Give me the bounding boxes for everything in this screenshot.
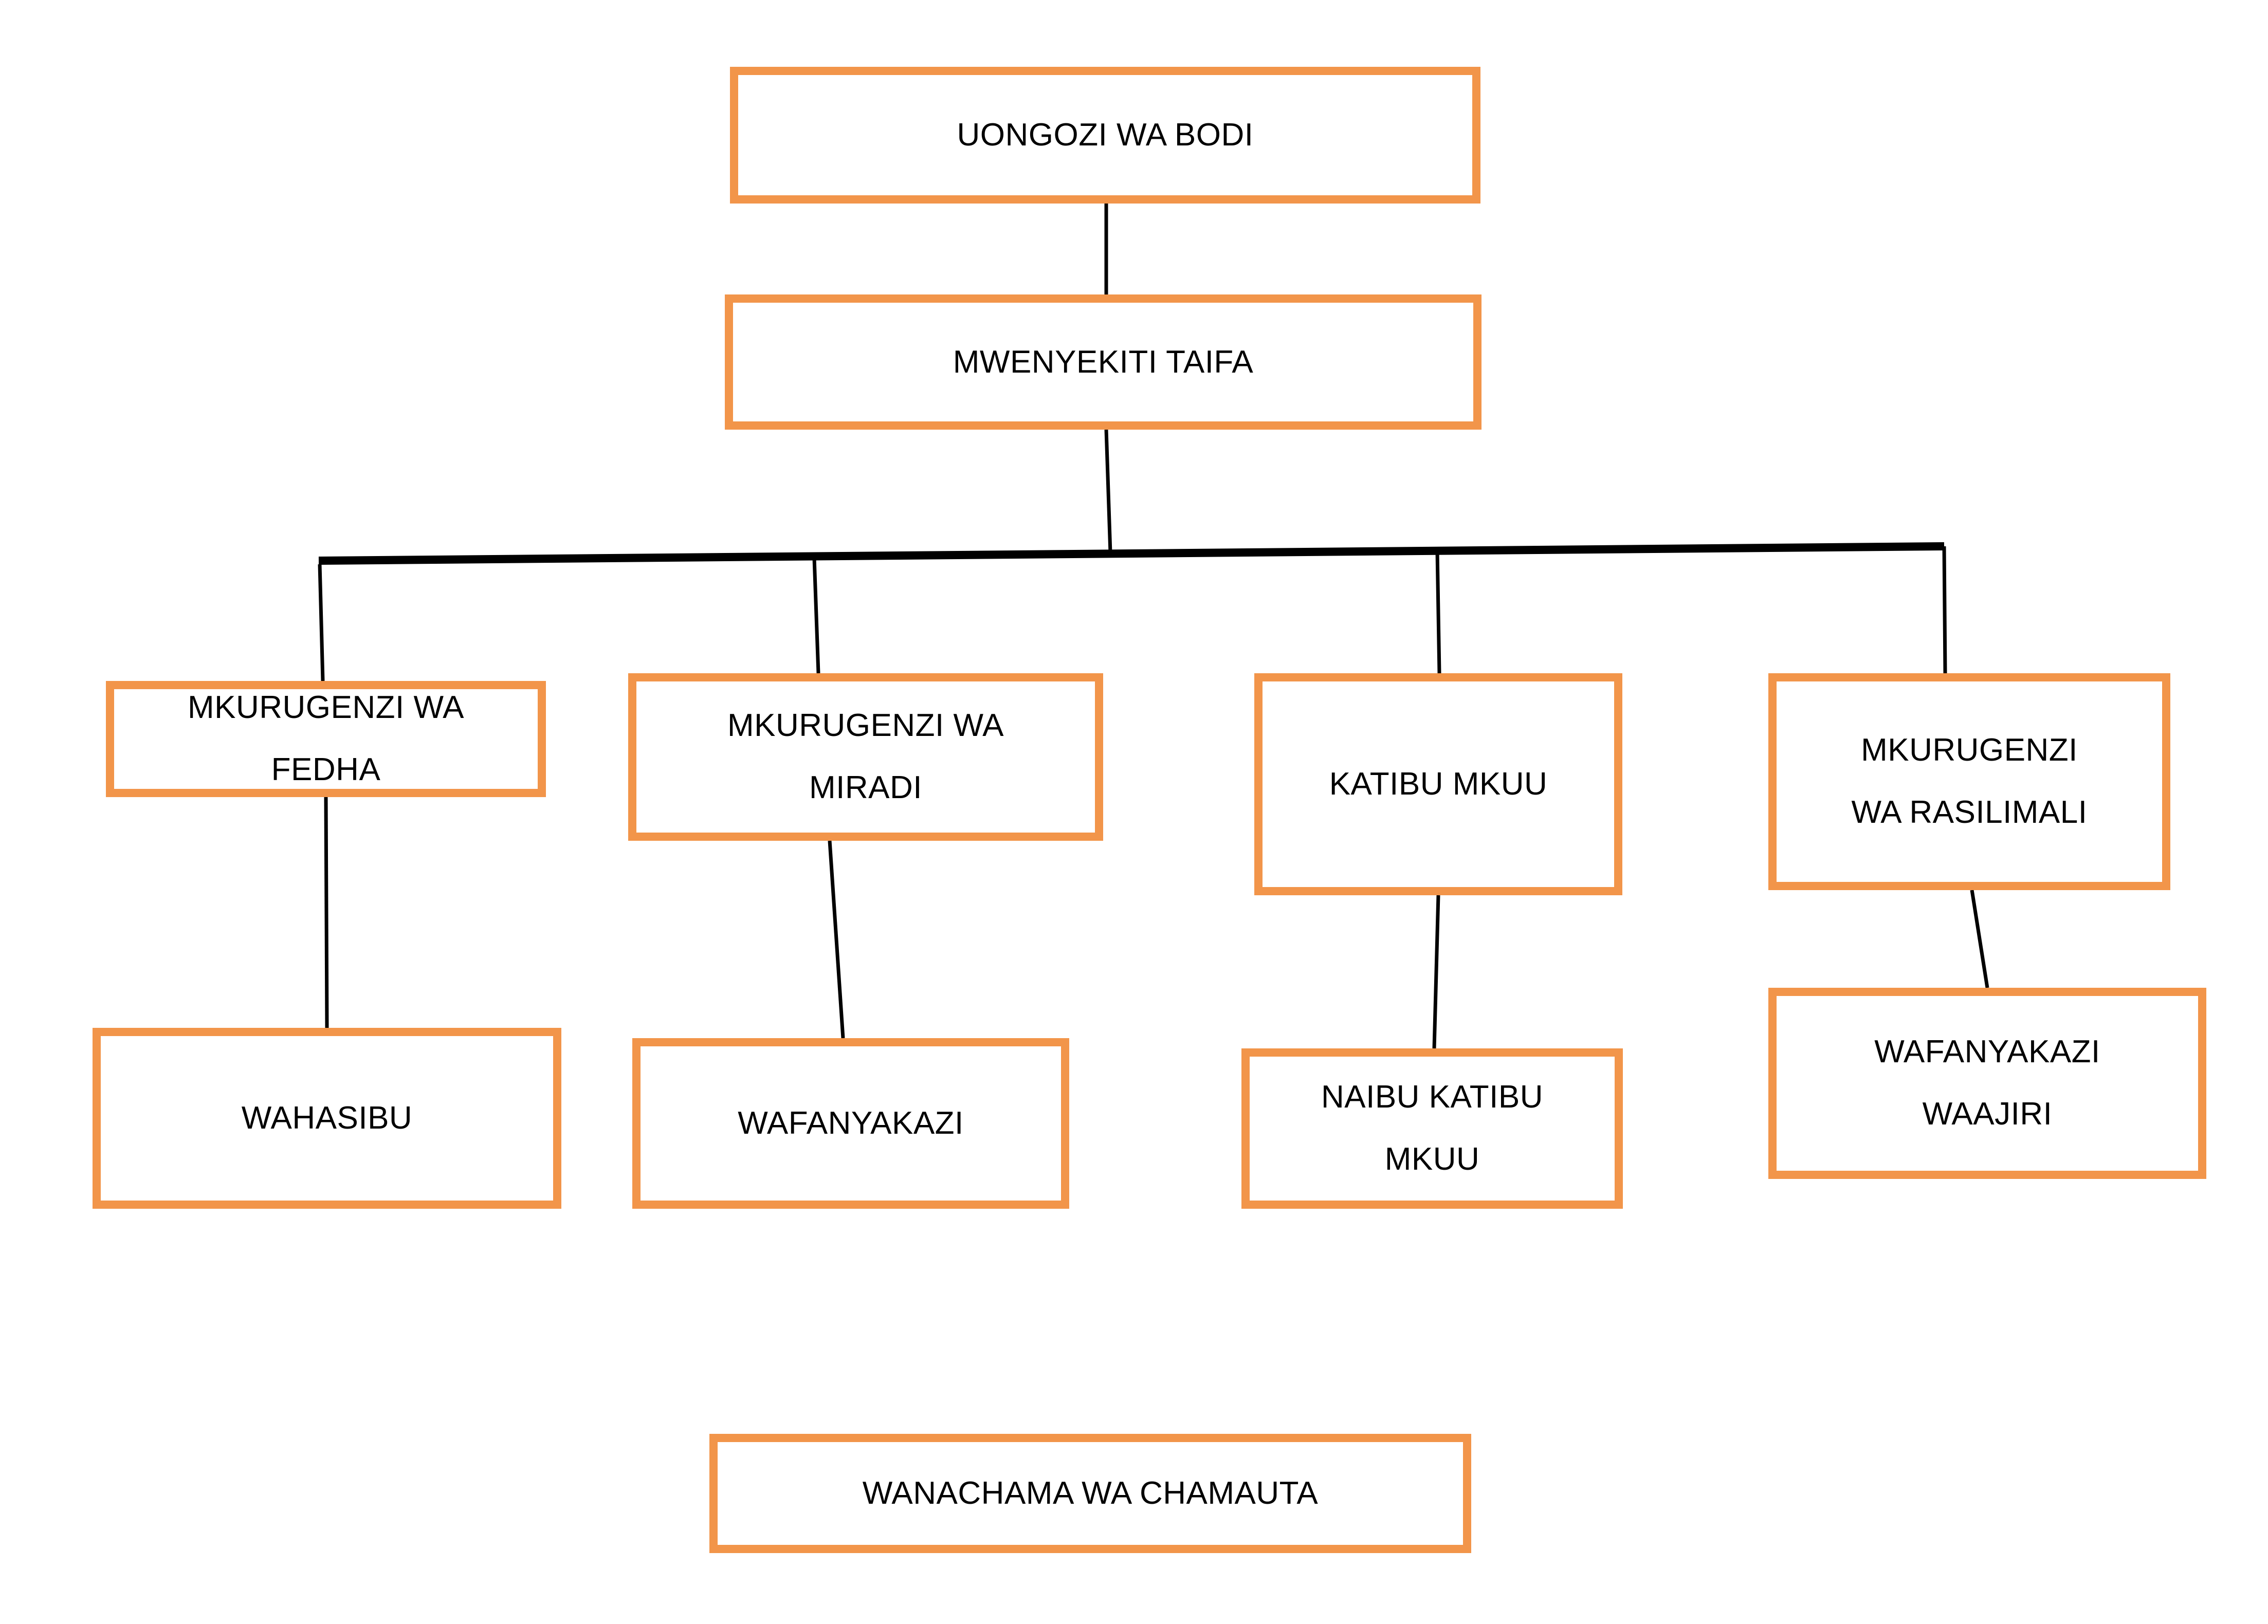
edge-bar-miradi [812,558,820,674]
node-label: MKURUGENZI WA RASILIMALI [1851,732,2088,830]
node-label: MWENYEKITI TAIFA [953,344,1254,380]
node-mwenyekiti-taifa[interactable]: MWENYEKITI TAIFA [725,294,1481,430]
edge-bar-fedha [318,564,325,681]
edge-chair-stem [1104,429,1112,553]
node-naibu-katibu-mkuu[interactable]: NAIBU KATIBU MKUU [1241,1048,1623,1209]
edge-fedha-wahasibu [324,797,329,1028]
node-wafanyakazi-waajiri[interactable]: WAFANYAKAZI WAAJIRI [1768,988,2206,1179]
node-label: MKURUGENZI WA MIRADI [727,708,1004,805]
node-mkurugenzi-wa-fedha[interactable]: MKURUGENZI WA FEDHA [106,681,546,797]
node-label: KATIBU MKUU [1329,766,1548,802]
node-mkurugenzi-wa-rasilimali[interactable]: MKURUGENZI WA RASILIMALI [1768,673,2170,890]
edge-bar-rasilimali [1942,546,1947,674]
node-uongozi-wa-bodi[interactable]: UONGOZI WA BODI [730,67,1480,204]
edge-bar-katibu [1435,551,1441,674]
node-label: MKURUGENZI WA FEDHA [187,690,465,787]
node-wafanyakazi[interactable]: WAFANYAKAZI [632,1038,1069,1209]
edge-rasilimali-waajiri [1970,890,1989,988]
edge-miradi-wafanyakazi [828,840,845,1039]
node-wanachama-wa-chamauta[interactable]: WANACHAMA WA CHAMAUTA [709,1434,1471,1553]
node-label: UONGOZI WA BODI [957,117,1254,153]
edge-katibu-naibu [1432,895,1440,1049]
node-katibu-mkuu[interactable]: KATIBU MKUU [1254,673,1622,895]
node-label: NAIBU KATIBU MKUU [1321,1079,1544,1177]
node-mkurugenzi-wa-miradi[interactable]: MKURUGENZI WA MIRADI [628,673,1103,841]
node-label: WAHASIBU [241,1100,413,1136]
node-wahasibu[interactable]: WAHASIBU [93,1028,561,1209]
node-label: WANACHAMA WA CHAMAUTA [862,1475,1319,1511]
node-label: WAFANYAKAZI WAAJIRI [1874,1034,2100,1132]
edge-distribution-bar [318,542,1945,565]
node-label: WAFANYAKAZI [738,1105,964,1141]
